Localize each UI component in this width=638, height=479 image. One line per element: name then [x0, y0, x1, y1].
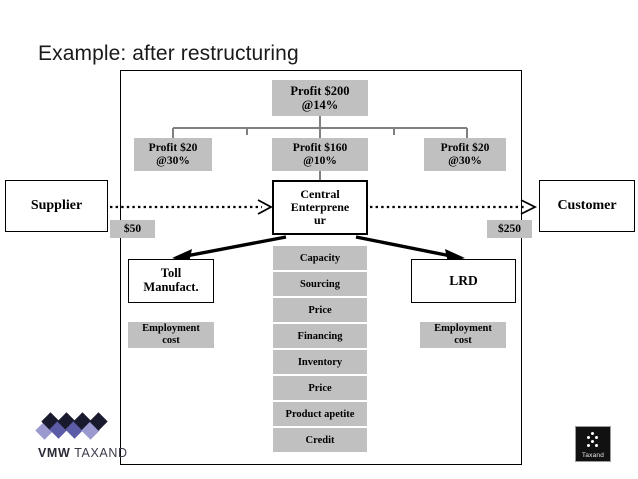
central-line3: ur: [314, 213, 326, 228]
customer-label: Customer: [557, 198, 617, 214]
badge-dot-1: [591, 432, 594, 435]
profit-top-line1: Profit $200: [290, 84, 350, 98]
lrd-label: LRD: [449, 272, 478, 288]
attribute-item: Sourcing: [273, 272, 367, 296]
profit-box-right: Profit $20 @30%: [424, 138, 506, 171]
badge-dot-2: [587, 436, 590, 439]
profit-center-line2: @10%: [303, 154, 337, 167]
attribute-item: Credit: [273, 428, 367, 452]
vmw-logo-light-text: TAXAND: [70, 446, 128, 460]
profit-right-line2: @30%: [448, 154, 482, 167]
supplier-box: Supplier: [5, 180, 108, 232]
attribute-item: Price: [273, 298, 367, 322]
taxand-badge: Taxand: [575, 426, 611, 462]
toll-cost-line2: cost: [162, 335, 180, 346]
central-line1: Central: [300, 186, 340, 201]
supplier-label: Supplier: [30, 198, 83, 214]
profit-box-top: Profit $200 @14%: [272, 80, 368, 116]
lrd-cost-line2: cost: [454, 335, 472, 346]
attribute-item: Inventory: [273, 350, 367, 374]
vmw-logo-wordmark: VMW TAXAND: [38, 446, 128, 460]
attribute-item: Financing: [273, 324, 367, 348]
badge-dot-6: [595, 444, 598, 447]
attribute-item: Price: [273, 376, 367, 400]
profit-left-line2: @30%: [156, 154, 190, 167]
attribute-item: Product apetite: [273, 402, 367, 426]
profit-top-line2: @14%: [301, 98, 339, 112]
central-entrepreneur-box: Central Enterprene ur: [272, 180, 368, 235]
toll-employment-cost-box: Employment cost: [128, 322, 214, 348]
profit-center-line1: Profit $160: [292, 141, 348, 154]
money-left-value: $50: [123, 222, 142, 235]
lrd-employment-cost-box: Employment cost: [420, 322, 506, 348]
toll-line1: Toll: [160, 266, 182, 281]
vmw-logo-bold-text: VMW: [38, 446, 71, 460]
profit-left-line1: Profit $20: [148, 141, 198, 154]
attribute-item: Capacity: [273, 246, 367, 270]
central-line2: Enterprene: [290, 199, 350, 214]
toll-line2: Manufact.: [143, 280, 199, 294]
toll-cost-line1: Employment: [142, 323, 200, 335]
badge-dot-5: [587, 444, 590, 447]
profit-right-line1: Profit $20: [440, 141, 490, 154]
profit-box-center: Profit $160 @10%: [272, 138, 368, 171]
lrd-box: LRD: [411, 259, 516, 303]
badge-dot-4: [591, 440, 594, 443]
money-tag-customer: $250: [487, 220, 532, 238]
money-right-value: $250: [498, 222, 521, 235]
money-tag-supplier: $50: [110, 220, 155, 238]
page-title: Example: after restructuring: [38, 42, 299, 65]
lrd-cost-line1: Employment: [434, 323, 492, 335]
toll-manufacturer-box: Toll Manufact.: [128, 259, 214, 303]
profit-box-left: Profit $20 @30%: [134, 138, 212, 171]
customer-box: Customer: [539, 180, 635, 232]
vmw-taxand-logo: VMW TAXAND: [35, 412, 150, 464]
badge-dot-3: [595, 436, 598, 439]
taxand-badge-label: Taxand: [581, 452, 605, 459]
